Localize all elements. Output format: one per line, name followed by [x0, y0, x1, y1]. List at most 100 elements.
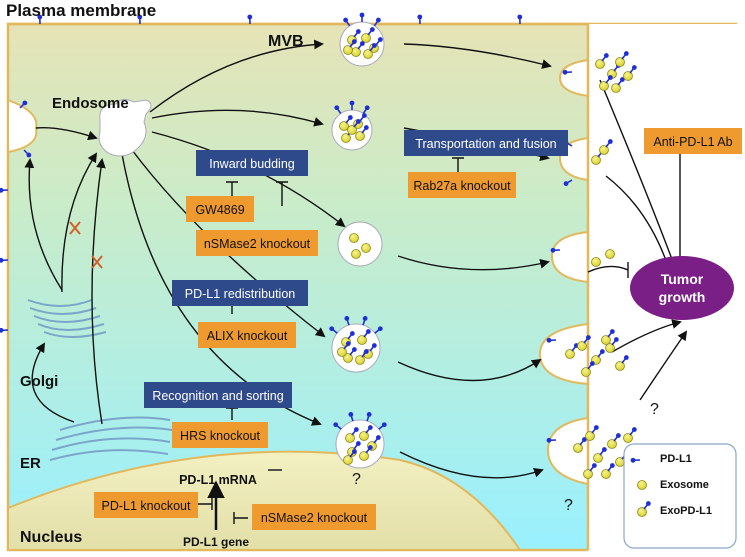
pdl1-head [589, 361, 595, 366]
pdl1-head [353, 427, 359, 432]
pdl1-head [375, 435, 381, 440]
pdl1-head [603, 53, 609, 58]
exosome [601, 335, 611, 345]
exosome [591, 257, 601, 267]
mvb-vesicle [339, 12, 385, 67]
pdl1-head [619, 77, 625, 82]
pdl1-head [607, 139, 613, 144]
exosome [349, 233, 359, 243]
alix-knockout-label: ALIX knockout [207, 329, 288, 343]
pdl1-head [348, 411, 354, 417]
pdl1-head [349, 100, 355, 106]
pdl1-knockout-label: PD-L1 knockout [102, 499, 191, 513]
pdl1-head [333, 422, 339, 428]
pdl1-head [613, 337, 619, 342]
exosome [581, 367, 591, 377]
pdl1-head [355, 29, 361, 34]
pdl1-head [371, 343, 377, 348]
pdl1-head [351, 347, 357, 352]
nucleus-label: Nucleus [20, 529, 82, 546]
pdl1-head [361, 113, 367, 118]
legend-pdl1: PD-L1 [660, 453, 692, 465]
pdl1-head [631, 427, 637, 432]
pdl1-head [623, 355, 629, 360]
pdl1-head [546, 337, 552, 343]
pdl1-head [381, 422, 387, 428]
exosome [341, 133, 351, 143]
pdl1-head [22, 100, 28, 106]
exosome [593, 453, 603, 463]
pdl1-head [0, 327, 4, 333]
pdl1-head [367, 425, 373, 430]
pdl1-head [364, 105, 370, 111]
pdl1-head [550, 247, 556, 253]
pdl1-gene-label: PD-L1 gene [183, 535, 249, 549]
nsmase2-knockout-upper-label: nSMase2 knockout [204, 237, 311, 251]
anti-pdl1-ab-label: Anti-PD-L1 Ab [653, 135, 732, 149]
pdl1-head [645, 501, 651, 506]
inward-budding-box [196, 150, 308, 176]
exosome [599, 81, 609, 91]
exosome [359, 451, 369, 461]
pdl1-head [344, 315, 350, 321]
recognition-sorting-box [144, 382, 292, 408]
pdl1-head [355, 119, 361, 124]
mvb-vesicle [337, 221, 383, 267]
exosome [345, 433, 355, 443]
pdl1-head [593, 425, 599, 430]
exosome [343, 353, 353, 363]
legend-exopdl1: ExoPD-L1 [660, 505, 712, 517]
pdl1-head [345, 341, 351, 346]
blocked-marks [69, 221, 103, 269]
pdl1-head [329, 326, 335, 332]
pdl1-head [334, 105, 340, 111]
pdl1-head [585, 335, 591, 340]
endoplasmic-reticulum [49, 416, 173, 461]
pdl1-head [609, 329, 615, 334]
pdl1-head [363, 125, 369, 130]
exosome [607, 439, 617, 449]
pdl1-head [377, 326, 383, 332]
pdl1-head [581, 437, 587, 442]
hrs-knockout-label: HRS knockout [180, 429, 260, 443]
pdl1-head [517, 14, 523, 20]
exosome [577, 341, 587, 351]
pdl1-head [343, 17, 349, 23]
pdl1-head [137, 14, 143, 20]
pdl1-head [349, 331, 355, 336]
pdl1-head [371, 43, 377, 48]
tumor-growth-line1: Tumor [661, 271, 704, 287]
exosome [343, 455, 353, 465]
pdl1-redistribution-box [172, 280, 308, 306]
mvb-vesicle [333, 411, 387, 469]
gw4869-label: GW4869 [195, 203, 244, 217]
pdl1-head [631, 65, 637, 70]
inward-budding-label: Inward budding [209, 157, 295, 171]
exosome [355, 355, 365, 365]
exosome [611, 83, 621, 93]
pdl1-head [630, 457, 636, 463]
pdl1-head [362, 315, 368, 321]
transport-fusion-label: Transportation and fusion [415, 137, 556, 151]
pdl1-head [347, 115, 353, 120]
question-mark-2: ? [564, 497, 573, 514]
pdl1-mrna-label: PD-L1 mRNA [179, 473, 257, 487]
exosome [615, 361, 625, 371]
endosome [98, 98, 152, 157]
pdl1-head [367, 445, 373, 450]
rab27a-knockout-label: Rab27a knockout [413, 179, 511, 193]
pdl1-head [591, 463, 597, 468]
exosome [637, 507, 647, 517]
transport-fusion-box [404, 130, 568, 156]
question-mark-3: ? [650, 401, 659, 418]
legend: PD-L1 Exosome ExoPD-L1 [623, 443, 737, 549]
exosome [605, 343, 615, 353]
pdl1-head [26, 152, 32, 158]
er-label: ER [20, 455, 41, 472]
plasma-membrane-label: Plasma membrane [6, 1, 156, 20]
endosome-label: Endosome [52, 95, 129, 112]
pdl1-head [359, 41, 365, 46]
pdl1-head [363, 349, 369, 354]
golgi-apparatus [27, 299, 107, 338]
pdl1-head [351, 39, 357, 44]
